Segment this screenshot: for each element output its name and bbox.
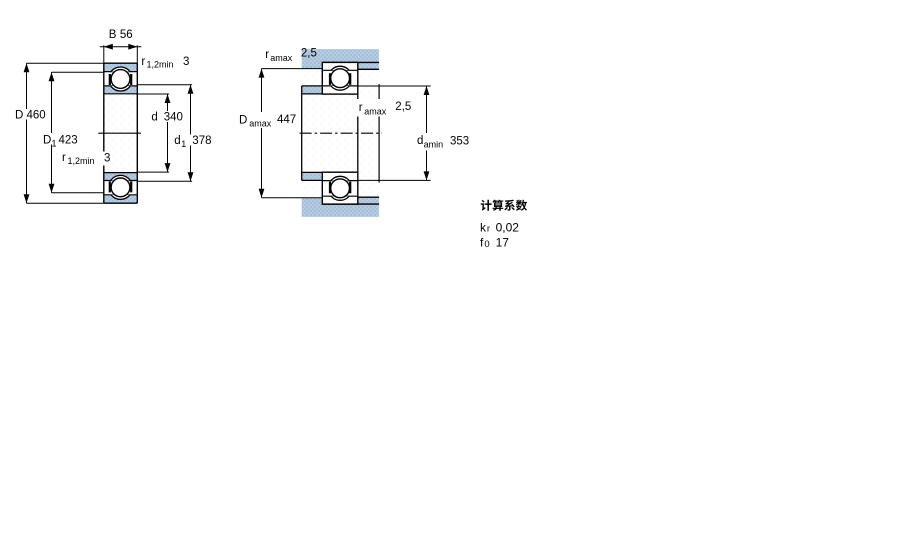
svg-text:r: r	[265, 49, 269, 61]
svg-text:0,02: 0,02	[496, 220, 520, 234]
svg-text:d: d	[151, 112, 157, 124]
svg-text:2,5: 2,5	[395, 101, 411, 113]
svg-text:f: f	[480, 235, 484, 249]
svg-text:17: 17	[496, 235, 510, 249]
svg-text:amax: amax	[364, 106, 387, 116]
svg-text:3: 3	[183, 56, 189, 68]
svg-text:1,2min: 1,2min	[68, 156, 95, 166]
svg-text:56: 56	[120, 29, 133, 41]
svg-text:0: 0	[484, 239, 489, 250]
svg-text:amax: amax	[249, 119, 272, 129]
svg-text:447: 447	[277, 114, 296, 126]
svg-text:amax: amax	[270, 53, 293, 63]
svg-text:D: D	[239, 114, 247, 126]
svg-text:D: D	[43, 134, 51, 146]
svg-text:r: r	[62, 152, 66, 164]
svg-text:d: d	[174, 135, 180, 147]
svg-text:amin: amin	[424, 140, 444, 150]
svg-text:1,2min: 1,2min	[147, 59, 174, 69]
svg-text:d: d	[417, 135, 423, 147]
svg-text:B: B	[109, 29, 117, 41]
svg-text:3: 3	[104, 153, 110, 165]
svg-text:460: 460	[27, 109, 46, 121]
svg-text:353: 353	[450, 135, 469, 147]
svg-text:D: D	[15, 109, 23, 121]
svg-text:340: 340	[164, 112, 183, 124]
svg-text:r: r	[359, 102, 363, 114]
svg-text:1: 1	[181, 139, 186, 149]
svg-text:r: r	[141, 56, 145, 68]
svg-text:423: 423	[59, 134, 78, 146]
svg-text:378: 378	[192, 135, 211, 147]
svg-text:r: r	[487, 223, 490, 234]
svg-text:1: 1	[52, 138, 57, 148]
svg-text:k: k	[480, 220, 487, 234]
svg-text:2,5: 2,5	[301, 47, 317, 59]
